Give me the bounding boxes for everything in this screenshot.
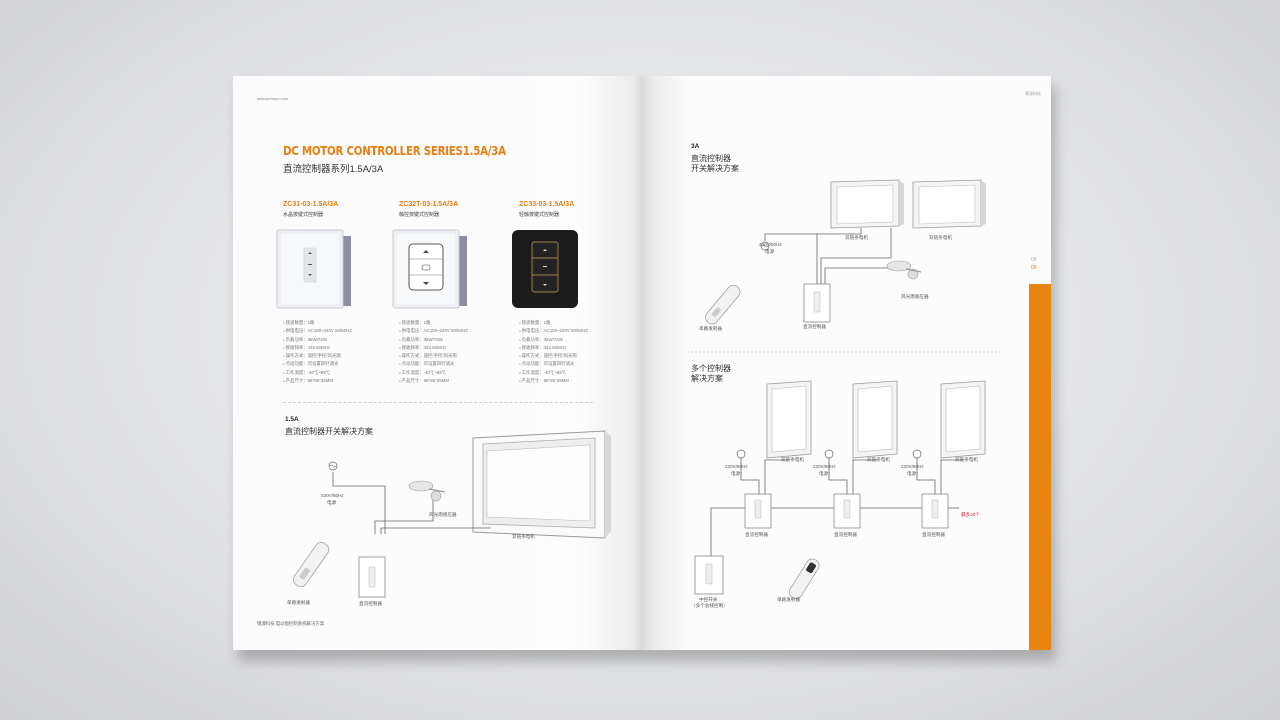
sensor-label-3a: 风光雨感应器 (901, 294, 929, 299)
power-label-b-1-cn: 电源 (731, 471, 741, 476)
power-label-b-2: 230V/50Hz (813, 464, 836, 469)
remote-label-b: 单路发射器 (777, 597, 800, 602)
motor-label-b-2: 双链条电机 (867, 457, 890, 462)
product-specs-3: 频道数量：1路供电电压：AC100~240V 50/60HZ 负载功率：36W/… (519, 319, 588, 385)
light-touch-switch-image (512, 230, 578, 308)
central-switch-sublabel: （多个总线控制） (691, 603, 728, 608)
product-code-3: ZC33-03-1.5A/3A (519, 201, 575, 208)
product-name-1: 水晶按键式控制器 (283, 212, 324, 218)
product-specs-2: 频道数量：1路供电电压：AC100~240V 50/60HZ 负载功率：36W/… (399, 319, 468, 385)
right-page: 锦濠科技 3A 直流控制器 开关解决方案 05 06 (641, 76, 1051, 650)
controller-label-b-1: 直流控制器 (745, 532, 768, 537)
motor-label-b-1: 双链条电机 (781, 457, 804, 462)
touch-switch-image (392, 229, 467, 309)
product-code-2: ZC32T-03-1.5A/3A (399, 201, 459, 208)
motor-label-3a-1: 双链条电机 (845, 235, 868, 240)
section-title: 直流控制器开关解决方案 (285, 427, 373, 436)
power-label-b-3-cn: 电源 (907, 471, 917, 476)
power-label-b-1: 230V/50Hz (725, 464, 748, 469)
central-switch-label: 中控开关 (699, 597, 718, 602)
power-label-2: 电源 (327, 500, 337, 505)
section-tag: 1.5A (285, 416, 299, 423)
power-label-b-2-cn: 电源 (819, 471, 829, 476)
section-a-title-2: 开关解决方案 (691, 164, 739, 173)
motor-label-b-3: 双链条电机 (955, 457, 978, 462)
remote-label: 单路发射器 (287, 600, 310, 605)
side-orange-bar (1029, 284, 1051, 650)
brand-logo: 锦濠科技 (1025, 91, 1041, 96)
sensor-label: 风光雨感应器 (429, 512, 457, 517)
controller-label-b-2: 直流控制器 (834, 532, 857, 537)
wiring-diagram-3a (691, 179, 1001, 599)
motor-label-3a-2: 双链条电机 (929, 235, 952, 240)
section-divider (283, 402, 593, 403)
product-name-3: 轻触按键式控制器 (519, 212, 560, 218)
controller-label-b-3: 直流控制器 (922, 532, 945, 537)
crystal-switch-image (276, 229, 351, 309)
power-label-3a-2: 电源 (765, 249, 775, 254)
max-count-label: 最多20个 (961, 512, 980, 517)
remote-label-3a: 单路发射器 (699, 326, 722, 331)
product-name-2: 触控按键式控制器 (399, 212, 440, 218)
motor-label: 双链条电机 (512, 534, 535, 539)
page-title-cn: 直流控制器系列1.5A/3A (283, 164, 384, 175)
power-label-3a: 230V/50Hz (759, 242, 782, 247)
section-b-title-2: 解决方案 (691, 374, 723, 383)
wiring-diagram-1-5a (293, 430, 611, 598)
product-specs-1: 频道数量：1路供电电压：AC100~240V 50/60HZ 负载功率：36W/… (283, 319, 352, 385)
power-label-b-3: 230V/50Hz (901, 464, 924, 469)
controller-label-3a: 直流控制器 (803, 324, 826, 329)
page-number-left: 05 (1031, 257, 1037, 263)
section-a-tag: 3A (691, 143, 700, 150)
controller-label: 直流控制器 (359, 601, 382, 606)
page-title-en: DC MOTOR CONTROLLER SERIES1.5A/3A (283, 143, 506, 158)
footer-text: 锦濠科技 电动窗控制系统解决方案 (257, 621, 325, 626)
power-label-1: 230V/50Hz (321, 493, 344, 498)
website-url: www.jinhaoo.com (257, 96, 289, 101)
section-a-title-1: 直流控制器 (691, 154, 731, 163)
section-b-title-1: 多个控制器 (691, 364, 731, 373)
page-number-right: 06 (1031, 265, 1037, 271)
product-code-1: ZC31-03-1.5A/3A (283, 201, 339, 208)
left-page: www.jinhaoo.com DC MOTOR CONTROLLER SERI… (233, 76, 641, 650)
